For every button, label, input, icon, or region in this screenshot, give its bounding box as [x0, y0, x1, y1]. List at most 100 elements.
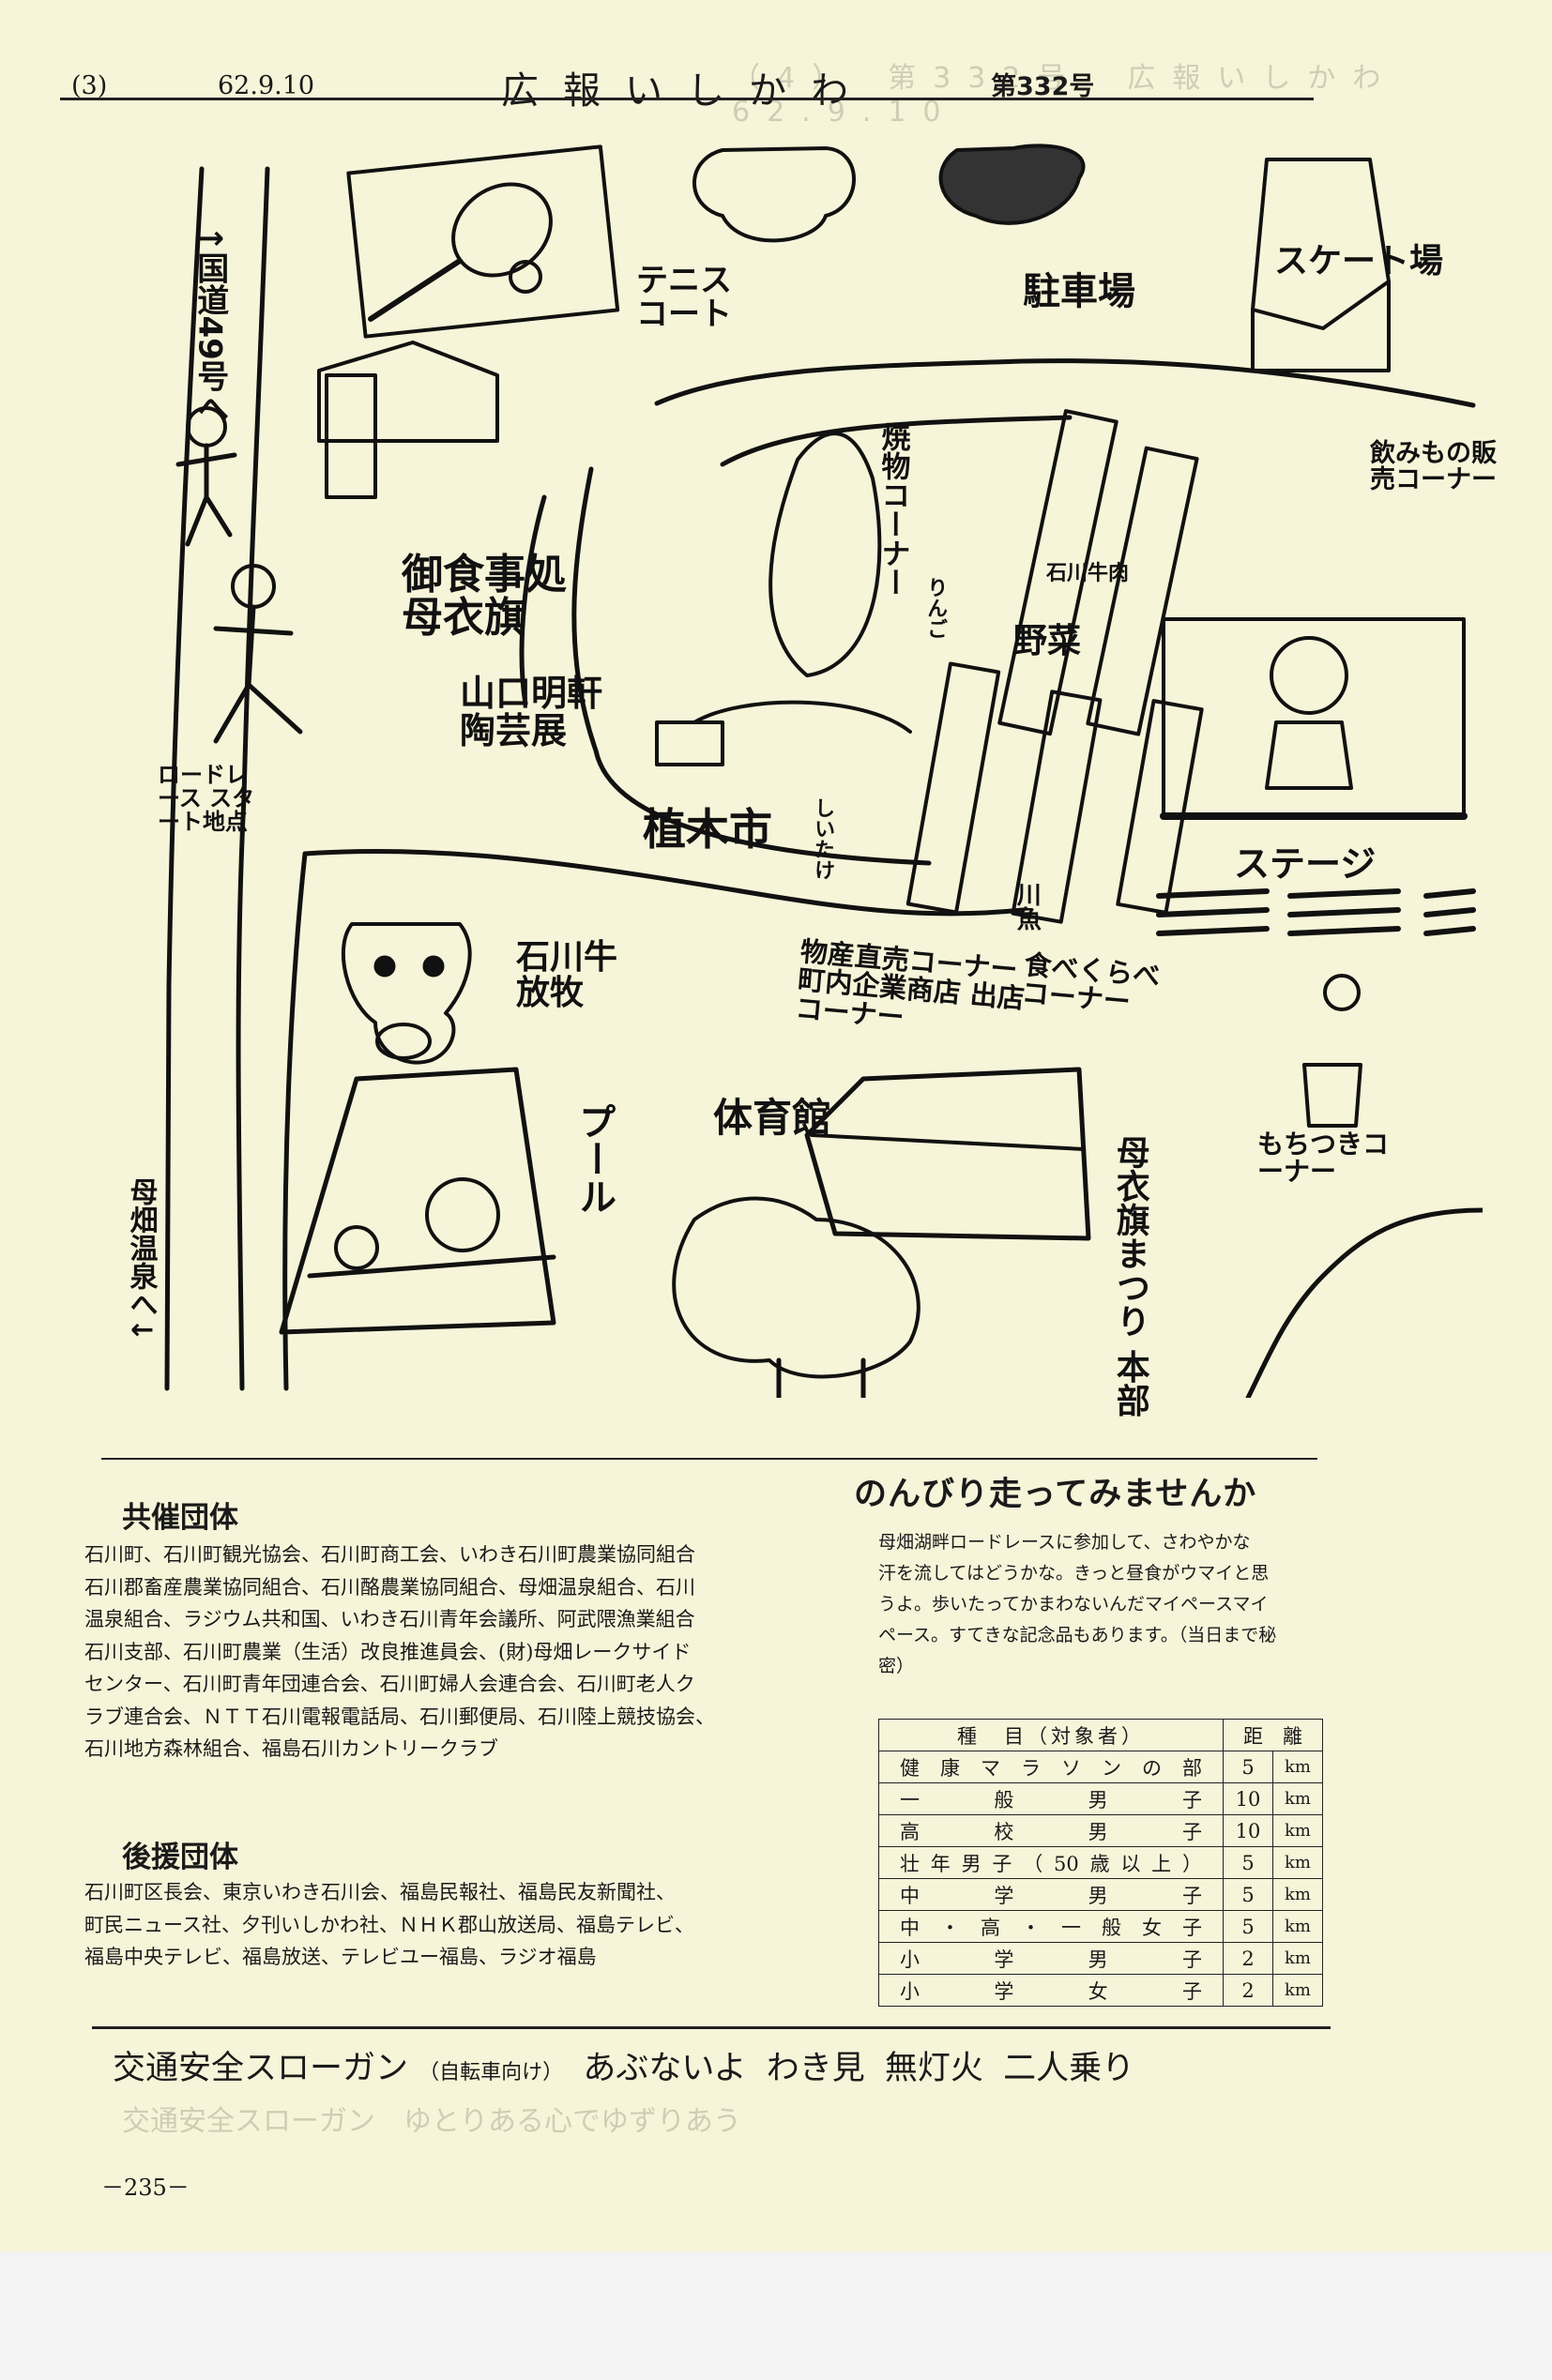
table-header-row: 種 目（対象者） 距 離: [878, 1719, 1323, 1751]
footer-page-number: －235－: [101, 2175, 190, 2201]
distance-value-cell: 5: [1223, 1846, 1273, 1879]
distance-unit-cell: km: [1272, 1846, 1323, 1879]
issue-number: 第332号: [991, 72, 1095, 101]
distance-unit-cell: km: [1272, 1814, 1323, 1847]
event-name-cell: 中学男子: [878, 1878, 1224, 1911]
restaurant-label: 御食事処 母衣旗: [402, 551, 567, 643]
distance-value-cell: 2: [1223, 1974, 1273, 2007]
event-name-cell: 壮年男子（50歳以上）: [878, 1846, 1224, 1879]
distance-value-cell: 5: [1223, 1910, 1273, 1943]
organizers-line: 石川郡畜産農業協同組合、石川酪農業協同組合、母畑温泉組合、石川: [84, 1575, 695, 1599]
festival-hq-label: 母衣旗まつり 本部: [1110, 1135, 1149, 1417]
distance-unit-cell: km: [1272, 1878, 1323, 1911]
road-race-line: 母畑湖畔ロードレースに参加して、さわやかな: [878, 1532, 1251, 1553]
supporters-line: 町民ニュース社、夕刊いしかわ社、ＮＨＫ郡山放送局、福島テレビ、: [84, 1913, 694, 1936]
plant-market-label: 植木市: [643, 804, 772, 855]
scan-margin: [0, 2251, 1552, 2380]
ishikawa-beef-small-label: 石川牛肉: [1046, 562, 1130, 585]
pottery-exhibit-label: 山口明軒 陶芸展: [460, 673, 603, 751]
distance-unit-cell: km: [1272, 1782, 1323, 1815]
event-name-cell: 小学女子: [878, 1974, 1224, 2007]
event-column-header: 種 目（対象者）: [878, 1719, 1224, 1751]
supporters-heading: 後援団体: [122, 1841, 238, 1874]
vegetables-label: 野菜: [1013, 622, 1082, 660]
event-name-cell: 中・高・一般女子: [878, 1910, 1224, 1943]
header-rule: [60, 98, 1314, 100]
organizers-heading: 共催団体: [122, 1501, 238, 1535]
organizers-line: 石川地方森林組合、福島石川カントリークラブ: [84, 1737, 498, 1760]
road-race-text: 母畑湖畔ロードレースに参加して、さわやかな 汗を流してはどうかな。きっと昼食がウ…: [878, 1527, 1329, 1682]
issue-date: 62.9.10: [218, 71, 315, 100]
distance-value-cell: 5: [1223, 1751, 1273, 1783]
newsletter-title: 広報いしかわ: [501, 69, 873, 113]
slogan-phrase: わき見: [766, 2050, 865, 2087]
onsen-direction-label: 母畑温泉へ↓: [124, 1177, 158, 1342]
organizers-list: 石川町、石川町観光協会、石川町商工会、いわき石川町農業協同組合 石川郡畜産農業協…: [84, 1539, 835, 1766]
distance-value-cell: 2: [1223, 1942, 1273, 1975]
road-race-start-label: ロードレース スタート地点: [158, 762, 255, 836]
route-49-label: ↑国道49号へ: [190, 225, 229, 424]
distance-unit-cell: km: [1272, 1751, 1323, 1783]
slogan-phrase: 二人乗り: [1003, 2050, 1135, 2087]
gymnasium-label: 体育館: [713, 1095, 832, 1141]
slogan-rule: [92, 2026, 1331, 2029]
pool-label: プール: [572, 1102, 616, 1215]
show-through-text: 交通安全スローガン ゆとりある心でゆずりあう: [122, 2105, 741, 2138]
supporters-line: 石川町区長会、東京いわき石川会、福島民報社、福島民友新聞社、: [84, 1881, 676, 1903]
page-header: (3) 62.9.10 広報いしかわ 第332号: [60, 58, 1314, 113]
road-race-line: 汗を流してはどうかな。きっと昼食がウマイと思: [878, 1563, 1270, 1584]
yakimono-corner-label: 焼物コーナー: [875, 422, 910, 597]
event-name-cell: 健康マラソンの部: [878, 1751, 1224, 1783]
road-race-heading: のんびり走ってみませんか: [854, 1476, 1257, 1513]
parking-label: 駐車場: [1023, 270, 1135, 313]
apple-label: りんご: [923, 577, 948, 639]
distance-unit-cell: km: [1272, 1942, 1323, 1975]
road-race-line: ペース。すてきな記念品もあります。（当日まで秘: [878, 1625, 1277, 1645]
river-fish-label: 川魚: [1012, 882, 1042, 931]
tasting-corner-label: 食べくらべコーナー: [1020, 948, 1162, 1019]
organizers-line: センター、石川町青年団連合会、石川町婦人会連合会、石川町老人ク: [84, 1673, 695, 1695]
supporters-list: 石川町区長会、東京いわき石川会、福島民報社、福島民友新聞社、 町民ニュース社、夕…: [84, 1876, 835, 1974]
skate-rink-label: スケート場: [1274, 242, 1444, 280]
section-divider: [101, 1458, 1317, 1460]
distance-value-cell: 10: [1223, 1814, 1273, 1847]
event-name-cell: 高校男子: [878, 1814, 1224, 1847]
event-name-cell: 小学男子: [878, 1942, 1224, 1975]
traffic-safety-slogan: 交通安全スローガン （自転車向け） あぶないよ わき見 無灯火 二人乗り: [113, 2041, 1134, 2089]
cattle-grazing-label: 石川牛 放牧: [516, 938, 618, 1012]
mochi-corner-label: もちつきコーナー: [1257, 1129, 1390, 1188]
road-race-line: 密）: [878, 1656, 915, 1676]
supporters-line: 福島中央テレビ、福島放送、テレビユー福島、ラジオ福島: [84, 1946, 597, 1968]
slogan-target: （自転車向け）: [418, 2061, 564, 2084]
distance-unit-cell: km: [1272, 1974, 1323, 2007]
organizers-line: 石川町、石川町観光協会、石川町商工会、いわき石川町農業協同組合: [84, 1543, 695, 1566]
distance-unit-cell: km: [1272, 1910, 1323, 1943]
organizers-line: 温泉組合、ラジウム共和国、いわき石川青年会議所、阿武隈漁業組合: [84, 1608, 695, 1630]
event-name-cell: 一般男子: [878, 1782, 1224, 1815]
shiitake-label: しいたけ: [811, 797, 835, 880]
page-number: (3): [71, 71, 108, 100]
drinks-stand-label: 飲みもの販売コーナー: [1370, 439, 1497, 495]
map-drawing: [164, 144, 1483, 1398]
tennis-court-label: テニスコート: [636, 262, 732, 333]
distance-value-cell: 5: [1223, 1878, 1273, 1911]
show-through-text: （4） 第332号 広報いしかわ 62.9.10: [732, 62, 1443, 129]
slogan-phrase: 無灯火: [884, 2050, 983, 2087]
organizers-line: 石川支部、石川町農業（生活）改良推進員会、(財)母畑レークサイド: [84, 1640, 692, 1663]
distance-value-cell: 10: [1223, 1782, 1273, 1815]
slogan-label: 交通安全スローガン: [113, 2050, 409, 2087]
stage-label: ステージ: [1234, 843, 1377, 885]
festival-map: ↑国道49号へ テニスコート 駐車場 スケート場 焼物コーナー りんご 石川牛肉…: [84, 141, 1497, 1417]
road-race-line: うよ。歩いたってかまわないんだマイペースマイ: [878, 1594, 1269, 1614]
slogan-phrase: あぶないよ: [583, 2050, 747, 2087]
